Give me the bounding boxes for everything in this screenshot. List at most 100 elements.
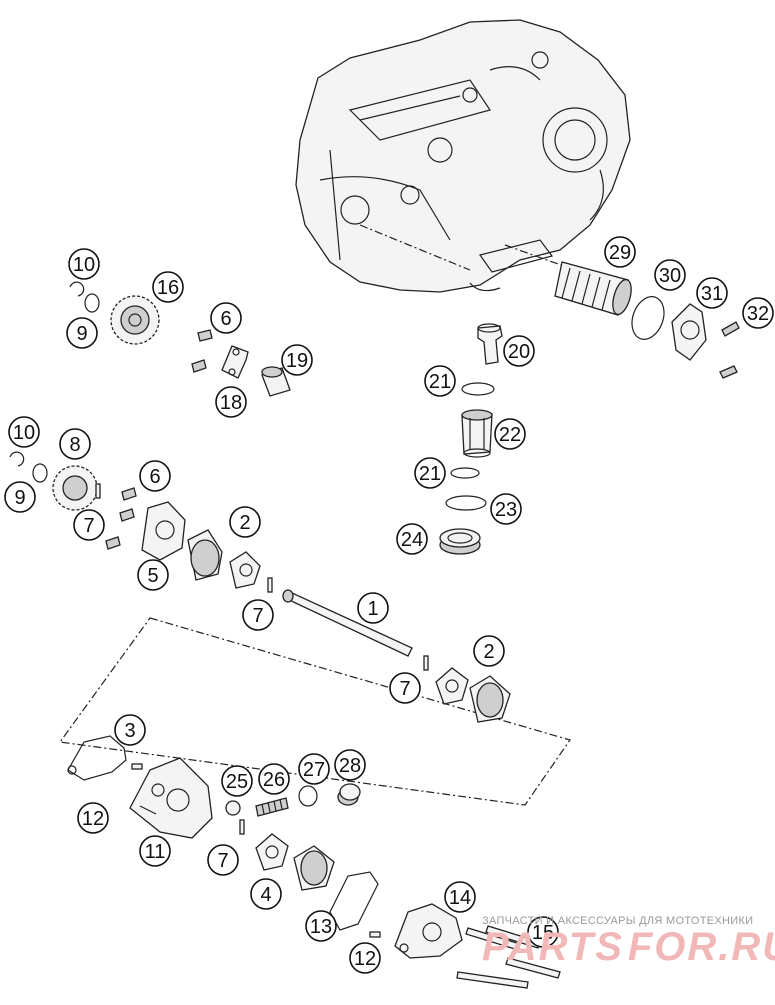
callout-number: 10 — [13, 422, 35, 444]
callout-7: 7 — [389, 672, 421, 704]
callout-circle — [298, 753, 330, 785]
callout-circle — [250, 878, 282, 910]
callout-number: 26 — [263, 769, 285, 791]
dowel-pin-e — [239, 819, 245, 835]
oil-filter — [554, 261, 632, 316]
pump-rotor-bottom — [255, 833, 335, 891]
callout-21: 21 — [424, 365, 456, 397]
callout-circle — [527, 916, 559, 948]
crankcase-half — [295, 19, 631, 293]
callout-20: 20 — [503, 335, 535, 367]
callout-circle — [207, 844, 239, 876]
callout-25: 25 — [221, 765, 253, 797]
callout-number: 9 — [14, 487, 25, 509]
bearing-sleeve — [439, 528, 481, 555]
callout-number: 19 — [286, 350, 308, 372]
assembly-guide-lines — [58, 224, 576, 806]
callout-circle — [742, 297, 774, 329]
callout-circle — [396, 523, 428, 555]
watermark-logo-pre: PARTS — [482, 925, 624, 969]
housing-gasket — [67, 735, 127, 781]
callout-circle — [334, 749, 366, 781]
oil-pump-sprocket-upper — [110, 295, 160, 345]
callout-number: 24 — [401, 529, 423, 551]
callout-circle — [503, 335, 535, 367]
callout-circle — [494, 418, 526, 450]
callout-circle — [139, 460, 171, 492]
callout-29: 29 — [604, 236, 636, 268]
callout-7: 7 — [207, 844, 239, 876]
filter-o-ring — [631, 296, 665, 340]
seal-ring — [445, 495, 487, 511]
oil-pipe-nipple — [477, 323, 503, 365]
callout-23: 23 — [490, 493, 522, 525]
filter-cover — [671, 303, 707, 361]
dowel-pin-b — [267, 577, 273, 593]
callout-13: 13 — [305, 910, 337, 942]
callout-3: 3 — [114, 714, 146, 746]
callout-2: 2 — [473, 635, 505, 667]
callout-12: 12 — [349, 942, 381, 974]
callout-circle — [389, 672, 421, 704]
pump-end-cover — [394, 903, 463, 959]
bracket-plate — [221, 345, 249, 379]
callout-circle — [221, 765, 253, 797]
callout-number: 10 — [73, 254, 95, 276]
callout-7: 7 — [242, 599, 274, 631]
filter-cover-screws — [719, 321, 740, 379]
callout-circle — [152, 271, 184, 303]
callout-number: 7 — [252, 605, 263, 627]
callout-circle — [654, 259, 686, 291]
callout-circle — [349, 942, 381, 974]
callout-number: 7 — [399, 678, 410, 700]
callout-number: 13 — [310, 916, 332, 938]
callout-circle — [77, 802, 109, 834]
callout-28: 28 — [334, 749, 366, 781]
callout-circle — [137, 559, 169, 591]
callout-circle — [604, 236, 636, 268]
callout-number: 6 — [149, 466, 160, 488]
callout-2: 2 — [229, 506, 261, 538]
washer-small — [298, 785, 318, 807]
callout-circle — [473, 635, 505, 667]
callout-circle — [68, 248, 100, 280]
callout-number: 3 — [124, 720, 135, 742]
callout-30: 30 — [654, 259, 686, 291]
callout-1: 1 — [357, 592, 389, 624]
callout-14: 14 — [444, 881, 476, 913]
cover-gasket — [329, 871, 379, 931]
ball — [225, 800, 241, 816]
sleeve-bushing — [261, 366, 291, 397]
callout-circle — [444, 881, 476, 913]
callout-number: 5 — [147, 565, 158, 587]
callout-31: 31 — [696, 277, 728, 309]
callout-number: 12 — [354, 948, 376, 970]
watermark-logo-post: FOR.RU — [628, 925, 775, 969]
callout-number: 11 — [145, 841, 166, 863]
callout-5: 5 — [137, 559, 169, 591]
callout-number: 16 — [157, 277, 179, 299]
callout-12: 12 — [77, 802, 109, 834]
callout-number: 9 — [76, 323, 87, 345]
callout-circle — [73, 509, 105, 541]
callout-number: 25 — [226, 771, 248, 793]
callout-19: 19 — [281, 344, 313, 376]
callout-number: 21 — [429, 371, 451, 393]
callout-4: 4 — [250, 878, 282, 910]
callout-circle — [210, 302, 242, 334]
callout-number: 27 — [303, 759, 325, 781]
callout-circle — [414, 457, 446, 489]
callout-32: 32 — [742, 297, 774, 329]
callout-number: 6 — [220, 308, 231, 330]
callout-number: 15 — [532, 922, 554, 944]
callout-10: 10 — [68, 248, 100, 280]
oil-strainer — [461, 409, 493, 458]
callout-number: 22 — [499, 424, 521, 446]
callout-number: 30 — [659, 265, 681, 287]
pump-rotor-upper — [187, 529, 261, 589]
callout-circle — [229, 506, 261, 538]
callout-number: 12 — [82, 808, 104, 830]
